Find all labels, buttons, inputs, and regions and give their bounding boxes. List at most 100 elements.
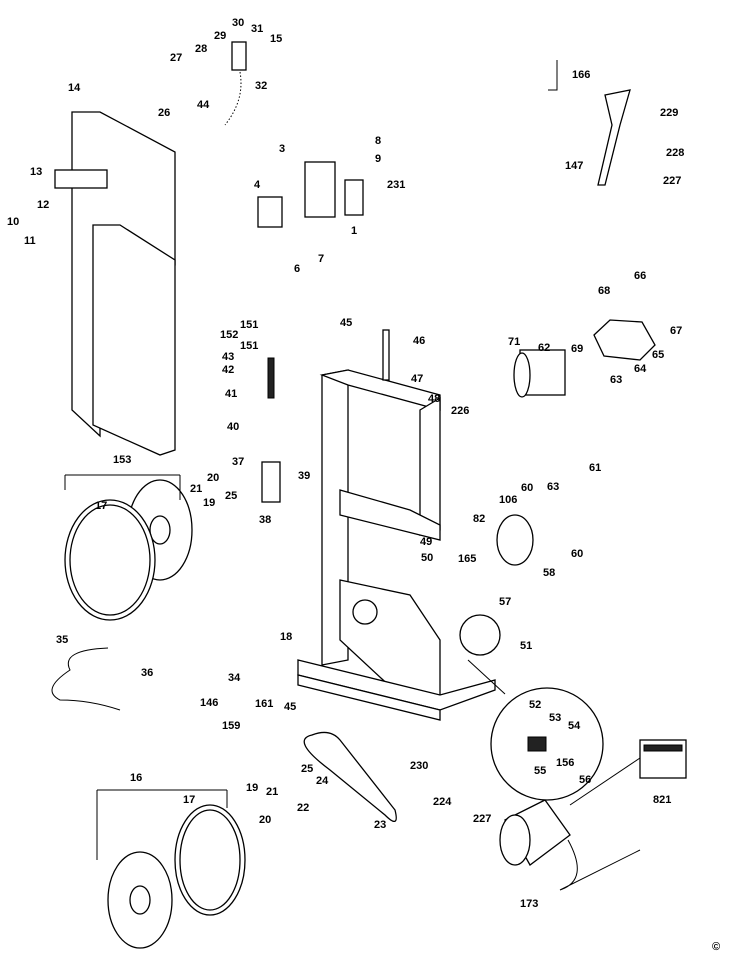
part-label: 3 xyxy=(279,143,285,155)
part-label: 43 xyxy=(222,351,234,363)
part-label: 21 xyxy=(190,483,202,495)
part-label: 18 xyxy=(280,631,292,643)
part-label: 11 xyxy=(24,235,36,247)
part-label: 21 xyxy=(266,786,278,798)
part-label: 230 xyxy=(410,760,428,772)
part-label: 57 xyxy=(499,596,511,608)
part-label: 228 xyxy=(666,147,684,159)
part-label: 22 xyxy=(297,802,309,814)
part-label: 69 xyxy=(571,343,583,355)
part-label: 66 xyxy=(634,270,646,282)
part-label: 229 xyxy=(660,107,678,119)
part-label: 45 xyxy=(340,317,352,329)
part-label: 82 xyxy=(473,513,485,525)
part-label: 23 xyxy=(374,819,386,831)
part-label: 65 xyxy=(652,349,664,361)
part-label: 821 xyxy=(653,794,671,806)
part-label: 226 xyxy=(451,405,469,417)
part-label: 67 xyxy=(670,325,682,337)
part-label: 227 xyxy=(663,175,681,187)
motor-173 xyxy=(499,799,641,891)
part-label: 49 xyxy=(420,536,432,548)
detail-callout xyxy=(490,687,604,801)
part-label: 54 xyxy=(568,720,581,732)
saw-frame xyxy=(297,369,496,721)
part-label: 63 xyxy=(547,481,559,493)
part-label: 25 xyxy=(225,490,237,502)
part-label: 29 xyxy=(214,30,226,42)
part-label: 8 xyxy=(375,135,381,147)
part-label: 7 xyxy=(318,253,324,265)
part-label: 62 xyxy=(538,342,550,354)
part-label: 56 xyxy=(579,774,591,786)
part-label: 165 xyxy=(458,553,476,565)
part-label: 44 xyxy=(197,99,210,111)
part-label: 1 xyxy=(351,225,357,237)
part-label: 19 xyxy=(246,782,258,794)
part-label: 146 xyxy=(200,697,218,709)
fan-cover xyxy=(459,614,501,656)
part-label: 38 xyxy=(259,514,271,526)
part-label: 24 xyxy=(316,775,329,787)
part-label: 20 xyxy=(207,472,219,484)
part-label: 32 xyxy=(255,80,267,92)
part-label: 46 xyxy=(413,335,425,347)
part-label: 47 xyxy=(411,373,423,385)
part-label: 20 xyxy=(259,814,271,826)
part-label: 45 xyxy=(284,701,296,713)
part-label: 31 xyxy=(251,23,263,35)
part-label: 151 xyxy=(240,340,258,352)
part-label: 12 xyxy=(37,199,49,211)
part-label: 28 xyxy=(195,43,207,55)
part-label: 14 xyxy=(68,82,81,94)
part-label: 27 xyxy=(170,52,182,64)
part-label: 51 xyxy=(520,640,532,652)
part-label: 30 xyxy=(232,17,244,29)
door-panel xyxy=(54,111,176,456)
part-label: 153 xyxy=(113,454,131,466)
part-label: 39 xyxy=(298,470,310,482)
part-label: 17 xyxy=(183,794,195,806)
part-label: 61 xyxy=(589,462,601,474)
part-label: 55 xyxy=(534,765,546,777)
part-label: 68 xyxy=(598,285,610,297)
part-label: 151 xyxy=(240,319,258,331)
lower-wheel xyxy=(107,804,246,949)
part-label: 9 xyxy=(375,153,381,165)
part-label: 60 xyxy=(521,482,533,494)
part-label: 40 xyxy=(227,421,239,433)
part-label: 50 xyxy=(421,552,433,564)
part-label: 58 xyxy=(543,567,555,579)
part-label: 71 xyxy=(508,336,520,348)
part-label: 17 xyxy=(95,500,107,512)
part-label: 36 xyxy=(141,667,153,679)
part-label: 161 xyxy=(255,698,273,710)
part-label: 16 xyxy=(130,772,142,784)
part-label: 63 xyxy=(610,374,622,386)
part-label: 35 xyxy=(56,634,68,646)
part-label: 224 xyxy=(433,796,452,808)
motor-large xyxy=(513,319,656,398)
part-label: 231 xyxy=(387,179,405,191)
part-label: 48 xyxy=(428,393,440,405)
part-label: 227 xyxy=(473,813,491,825)
part-label: 173 xyxy=(520,898,538,910)
part-label: 60 xyxy=(571,548,583,560)
part-label: 34 xyxy=(228,672,241,684)
drive-belt xyxy=(303,731,397,822)
part-label: 64 xyxy=(634,363,647,375)
part-label: 37 xyxy=(232,456,244,468)
part-label: 41 xyxy=(225,388,237,400)
part-label: 6 xyxy=(294,263,300,275)
copyright-mark: © xyxy=(712,941,720,953)
part-label: 53 xyxy=(549,712,561,724)
part-label: 166 xyxy=(572,69,590,81)
part-label: 52 xyxy=(529,699,541,711)
part-label: 106 xyxy=(499,494,517,506)
part-label: 159 xyxy=(222,720,240,732)
part-label: 19 xyxy=(203,497,215,509)
part-label: 26 xyxy=(158,107,170,119)
part-label: 42 xyxy=(222,364,234,376)
